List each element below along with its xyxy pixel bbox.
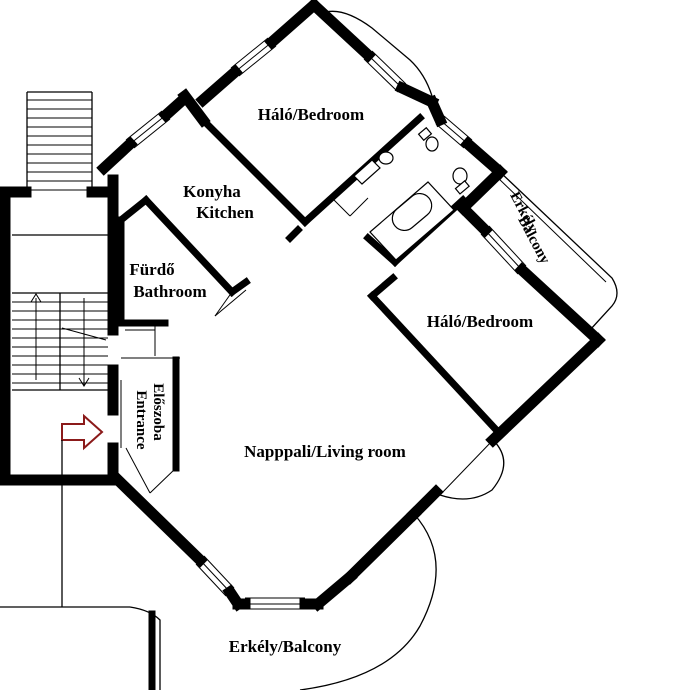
label-entrance-hu: Előszoba [150, 383, 166, 441]
exterior-walls [96, 0, 606, 612]
interior-walls [116, 113, 505, 494]
bath-fixtures [353, 126, 471, 261]
toilet-icon-2 [452, 167, 471, 195]
label-bathroom-en: Bathroom [133, 282, 206, 301]
label-bedroom-top: Háló/Bedroom [258, 105, 364, 124]
lower-stair-flights [12, 292, 108, 391]
entrance-arrow-icon [61, 413, 104, 451]
label-bedroom-right: Háló/Bedroom [427, 312, 533, 331]
south-balcony [0, 440, 437, 690]
label-bathroom-hu: Fürdő [129, 260, 175, 279]
top-balcony-rail [325, 10, 433, 97]
right-balcony [495, 171, 618, 331]
label-entrance-en: Entrance [133, 390, 149, 450]
sink-icon [353, 151, 394, 185]
windows [125, 37, 527, 610]
stairwell [0, 91, 119, 486]
label-living-room: Napppali/Living room [244, 442, 406, 461]
living-bay-window [439, 439, 505, 500]
label-kitchen-en: Kitchen [196, 203, 254, 222]
label-kitchen-hu: Konyha [183, 182, 241, 201]
upper-stair-flight [26, 91, 93, 192]
label-balcony-bottom: Erkély/Balcony [229, 637, 342, 656]
bathtub-icon [369, 181, 455, 261]
toilet-icon [417, 126, 439, 152]
